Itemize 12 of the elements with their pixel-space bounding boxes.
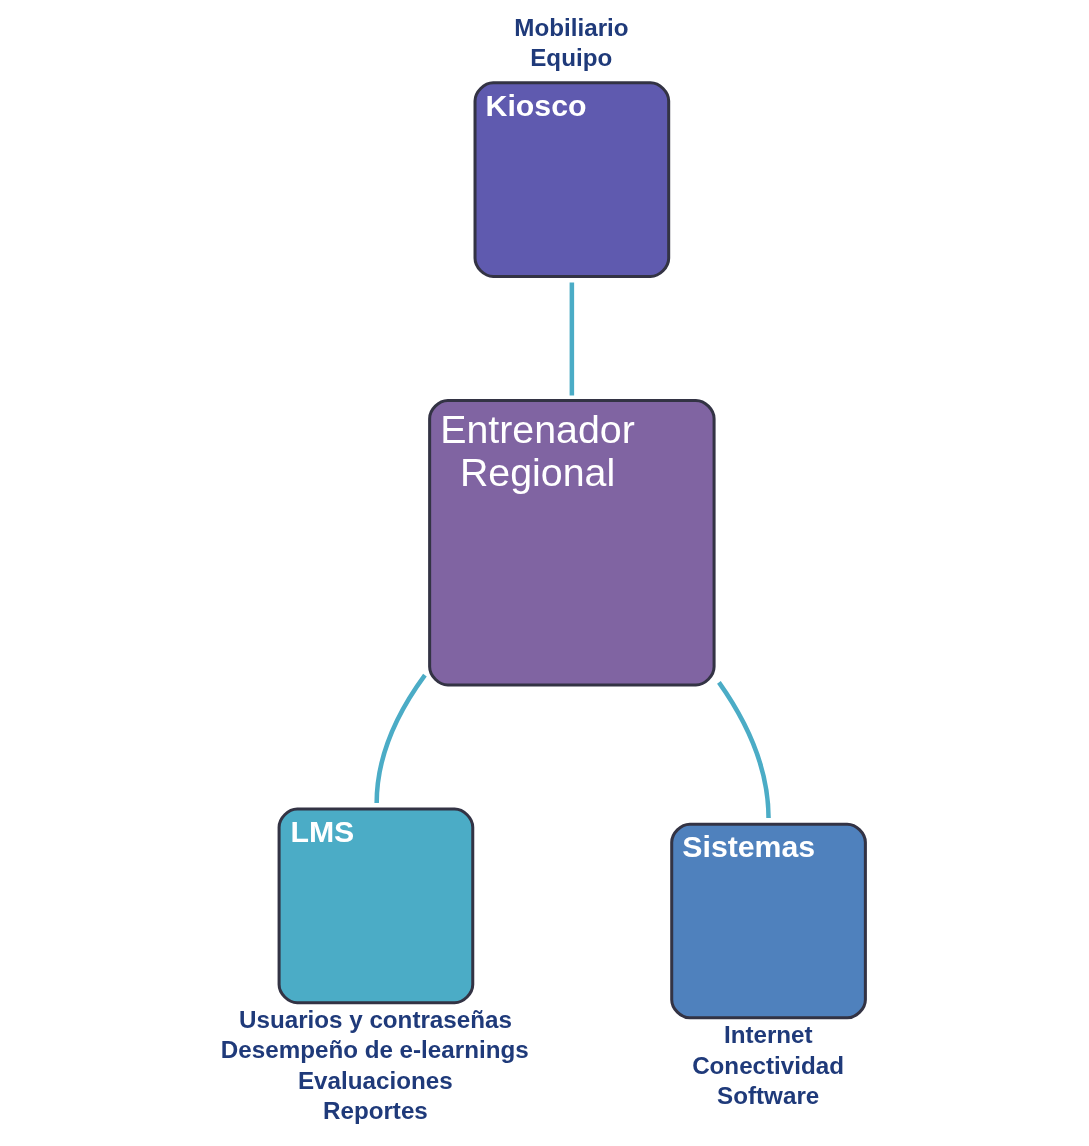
node-label: Desempeño de e-learnings: [220, 1036, 529, 1064]
node-label: Usuarios y contraseñas: [238, 1006, 512, 1034]
connector: [716, 681, 771, 819]
node-label: Equipo: [529, 43, 612, 71]
node-label: Internet: [723, 1021, 813, 1049]
node-label: Software: [716, 1081, 819, 1109]
node-label: Conectividad: [691, 1051, 844, 1079]
connector: [569, 282, 574, 396]
connector: [373, 673, 427, 804]
node-label: Evaluaciones: [297, 1066, 453, 1094]
node-label: Mobiliario: [513, 13, 629, 41]
node-label: Reportes: [322, 1096, 428, 1124]
